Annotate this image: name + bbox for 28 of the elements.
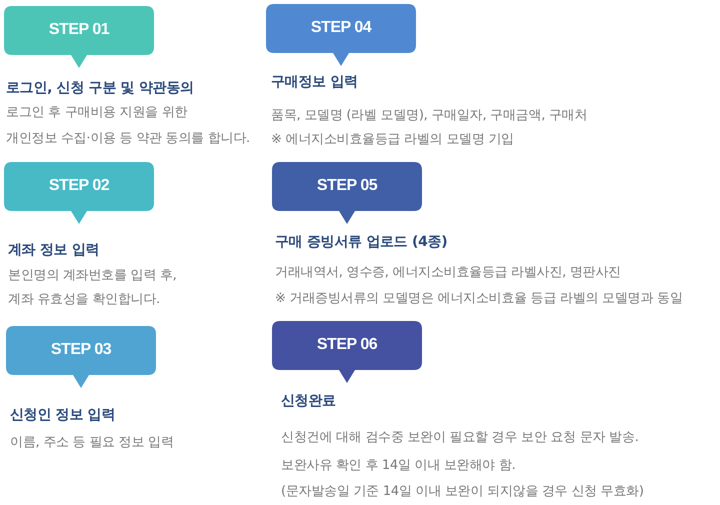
step-heading: 계좌 정보 입력 (8, 241, 100, 260)
step-label: STEP 04 (310, 18, 372, 38)
step-description: ※ 에너지소비효율등급 라벨의 모델명 기입 (271, 131, 514, 149)
step-description: 신청건에 대해 검수중 보완이 필요할 경우 보안 요청 문자 발송. (281, 429, 639, 447)
speech-bubble (4, 6, 154, 68)
step-label: STEP 05 (316, 176, 378, 196)
step-label: STEP 03 (50, 340, 112, 360)
step-heading: 신청인 정보 입력 (10, 406, 116, 425)
step-label: STEP 06 (316, 335, 378, 355)
speech-bubble (272, 162, 422, 224)
step-description: (문자발송일 기준 14일 이내 보완이 되지않을 경우 신청 무효화) (281, 483, 644, 501)
speech-bubble (4, 162, 154, 224)
step-description: 품목, 모델명 (라벨 모델명), 구매일자, 구매금액, 구매처 (271, 107, 588, 125)
step-heading: 구매정보 입력 (271, 73, 358, 92)
step-description: 거래내역서, 영수증, 에너지소비효율등급 라벨사진, 명판사진 (275, 264, 621, 282)
step-label: STEP 02 (48, 176, 110, 196)
step-heading: 신청완료 (281, 392, 336, 411)
step-description: 로그인 후 구매비용 지원을 위한 개인정보 수집·이용 등 약관 동의를 합니다. (6, 104, 250, 148)
step-label: STEP 01 (48, 20, 110, 40)
speech-bubble (272, 321, 422, 383)
speech-bubble (6, 326, 156, 388)
step-heading: 구매 증빙서류 업로드 (4종) (275, 233, 448, 252)
step-heading: 로그인, 신청 구분 및 약관동의 (6, 79, 194, 98)
speech-bubble (266, 4, 416, 66)
step-description: ※ 거래증빙서류의 모델명은 에너지소비효율 등급 라벨의 모델명과 동일 (275, 290, 683, 308)
step-description: 본인명의 계좌번호를 입력 후, 계좌 유효성을 확인합니다. (8, 267, 177, 309)
step-description: 보완사유 확인 후 14일 이내 보완해야 함. (281, 457, 516, 475)
step-description: 이름, 주소 등 필요 정보 입력 (10, 434, 174, 452)
